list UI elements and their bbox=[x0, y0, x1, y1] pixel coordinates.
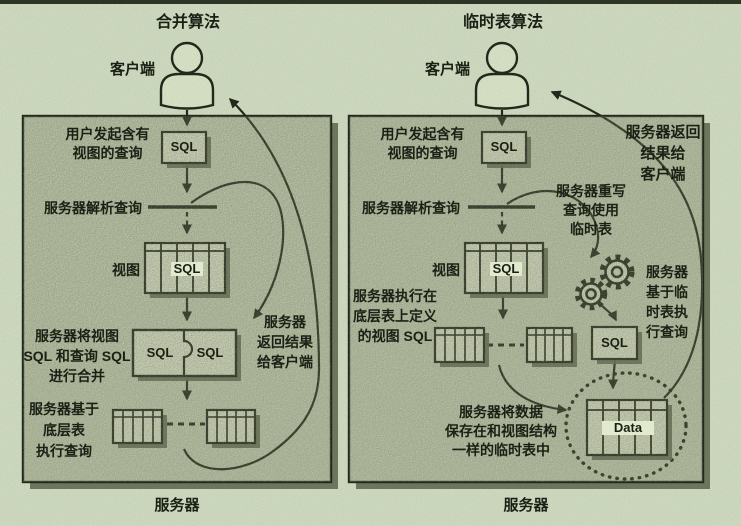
temp-client-label: 客户端 bbox=[424, 61, 470, 78]
temp-return-label: 服务器返回 结果给 客户端 bbox=[625, 124, 701, 183]
temp-title: 临时表算法 bbox=[462, 14, 543, 31]
temp-sql-top-label: SQL bbox=[490, 139, 518, 154]
temp-user-query-label: 用户发起含有 视图的查询 bbox=[380, 126, 465, 161]
merge-return-label: 服务器 返回结果 给客户端 bbox=[257, 314, 313, 370]
temp-view-sql-label: SQL bbox=[490, 262, 522, 276]
temp-save-label: 服务器将数据 保存在和视图结构 一样的临时表中 bbox=[445, 404, 557, 458]
merge-parse-label: 服务器解析查询 bbox=[44, 200, 142, 216]
temp-parse-label: 服务器解析查询 bbox=[362, 200, 460, 216]
merge-combine-label: 服务器将视图 SQL 和查询 SQL 进行合并 bbox=[23, 328, 131, 384]
temp-sql-exec-label: SQL bbox=[601, 335, 628, 350]
temp-rewrite-label: 服务器重写 查询使用 临时表 bbox=[556, 183, 626, 237]
temp-view-label: 视图 bbox=[432, 262, 460, 278]
merge-user-query-label: 用户发起含有 视图的查询 bbox=[65, 126, 150, 161]
temp-data-label: Data bbox=[602, 421, 654, 435]
merge-server-label: 服务器 bbox=[154, 497, 200, 514]
merge-sql-right-label: SQL bbox=[196, 345, 224, 360]
merge-title: 合并算法 bbox=[155, 14, 220, 31]
temp-exec-label: 服务器 基于临 时表执 行查询 bbox=[646, 264, 688, 340]
temp-exec-view-label: 服务器执行在 底层表上定义 的视图 SQL bbox=[353, 288, 437, 344]
merge-exec-label: 服务器基于 底层表 执行查询 bbox=[29, 401, 99, 459]
temp-server-label: 服务器 bbox=[503, 497, 549, 514]
merge-view-sql-label: SQL bbox=[171, 262, 203, 276]
merge-client-label: 客户端 bbox=[109, 61, 155, 78]
merge-sql-left-label: SQL bbox=[146, 345, 174, 360]
merge-view-label: 视图 bbox=[112, 262, 140, 278]
merge-sql-top-label: SQL bbox=[170, 139, 198, 154]
